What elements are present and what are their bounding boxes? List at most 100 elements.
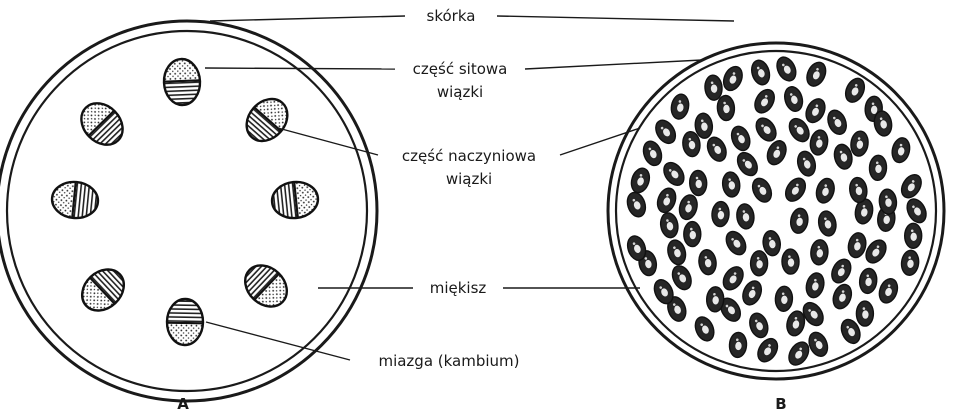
small-bundle (850, 130, 870, 157)
small-bundle (654, 186, 679, 215)
small-bundle (697, 249, 717, 276)
small-bundle (817, 210, 838, 238)
small-bundle (764, 138, 790, 168)
small-bundle (782, 85, 805, 114)
small-bundle (717, 95, 735, 121)
section-a-bundles (50, 58, 319, 345)
small-bundle (846, 231, 868, 259)
small-bundle (814, 176, 837, 205)
small-bundle (848, 177, 868, 204)
small-bundle (628, 166, 652, 195)
small-bundle (750, 251, 767, 276)
section-b (608, 43, 944, 379)
small-bundle (905, 223, 922, 248)
small-bundle (751, 86, 778, 116)
cambium (167, 323, 203, 324)
small-bundle (900, 249, 920, 276)
small-bundle (869, 155, 887, 181)
small-bundle (804, 271, 827, 299)
small-bundle (775, 286, 793, 312)
small-bundle (749, 58, 772, 87)
leader-sitowa-a (205, 68, 395, 69)
small-bundle (898, 171, 926, 201)
small-bundle (736, 203, 756, 230)
small-bundle (752, 114, 780, 144)
small-bundle (660, 159, 688, 189)
leader-miazga (206, 322, 350, 360)
small-bundle (903, 196, 929, 226)
small-bundle (825, 108, 850, 138)
xylem (270, 182, 297, 220)
vascular-bundle (237, 257, 295, 315)
xylem (167, 299, 203, 323)
section-a (0, 21, 377, 401)
small-bundle (789, 207, 810, 234)
small-bundle (754, 335, 782, 365)
small-bundle (640, 139, 664, 168)
small-bundle (704, 134, 730, 164)
small-bundle (729, 332, 747, 358)
xylem (73, 182, 99, 220)
small-bundle (858, 268, 878, 295)
vascular-bundle (73, 95, 131, 153)
label-miekisz: miękisz (430, 279, 487, 297)
small-bundle (856, 301, 873, 326)
vascular-bundle (163, 58, 201, 105)
small-bundle (890, 136, 912, 164)
small-bundle (689, 170, 707, 196)
cambium (164, 80, 200, 81)
small-bundle (810, 239, 829, 265)
small-bundle (719, 263, 747, 293)
small-bundle (782, 249, 799, 274)
small-bundle (747, 311, 771, 340)
small-bundle (739, 278, 764, 308)
xylem (164, 81, 201, 105)
small-bundle (806, 329, 831, 359)
small-bundle (721, 171, 741, 198)
small-bundle (773, 54, 799, 84)
small-bundle (728, 124, 753, 153)
vascular-bundle (50, 180, 99, 220)
small-bundle (652, 117, 680, 147)
small-bundle (828, 256, 854, 286)
small-bundle (704, 75, 723, 101)
leader-skorka-a (210, 16, 405, 21)
small-bundle (677, 193, 700, 222)
caption-b: B (775, 395, 786, 413)
small-bundle (808, 129, 829, 157)
vascular-bundle (167, 299, 204, 346)
small-bundle (802, 96, 828, 126)
small-bundle (665, 238, 688, 267)
small-bundle (733, 149, 761, 179)
phloem (163, 58, 200, 82)
label-czesc-naczyniowa-wiazki: wiązki (446, 170, 492, 188)
small-bundle (803, 59, 829, 89)
small-bundle (684, 222, 701, 247)
leader-sitowa-b (525, 60, 702, 69)
small-bundle (706, 286, 724, 312)
caption-a: A (177, 395, 189, 413)
vascular-bundle (238, 91, 295, 149)
small-bundle (669, 93, 690, 121)
small-bundle (624, 190, 648, 219)
small-bundle (842, 75, 868, 105)
small-bundle (749, 175, 775, 205)
label-miazga: miazga (kambium) (378, 352, 519, 370)
vascular-bundle (74, 261, 132, 319)
vascular-bundle (270, 180, 319, 220)
small-bundle (669, 263, 695, 293)
label-czesc-sitowa: część sitowa (413, 60, 508, 78)
phloem (167, 322, 203, 346)
small-bundle (876, 276, 900, 305)
small-bundle (782, 175, 810, 205)
label-czesc-sitowa-wiazki: wiązki (437, 83, 483, 101)
label-czesc-naczyniowa: część naczyniowa (402, 147, 536, 165)
small-bundle (659, 212, 680, 240)
leader-skorka-b (497, 16, 734, 21)
small-bundle (720, 64, 746, 94)
small-bundle (711, 201, 730, 227)
section-b-bundles (624, 54, 929, 369)
small-bundle (722, 228, 749, 258)
